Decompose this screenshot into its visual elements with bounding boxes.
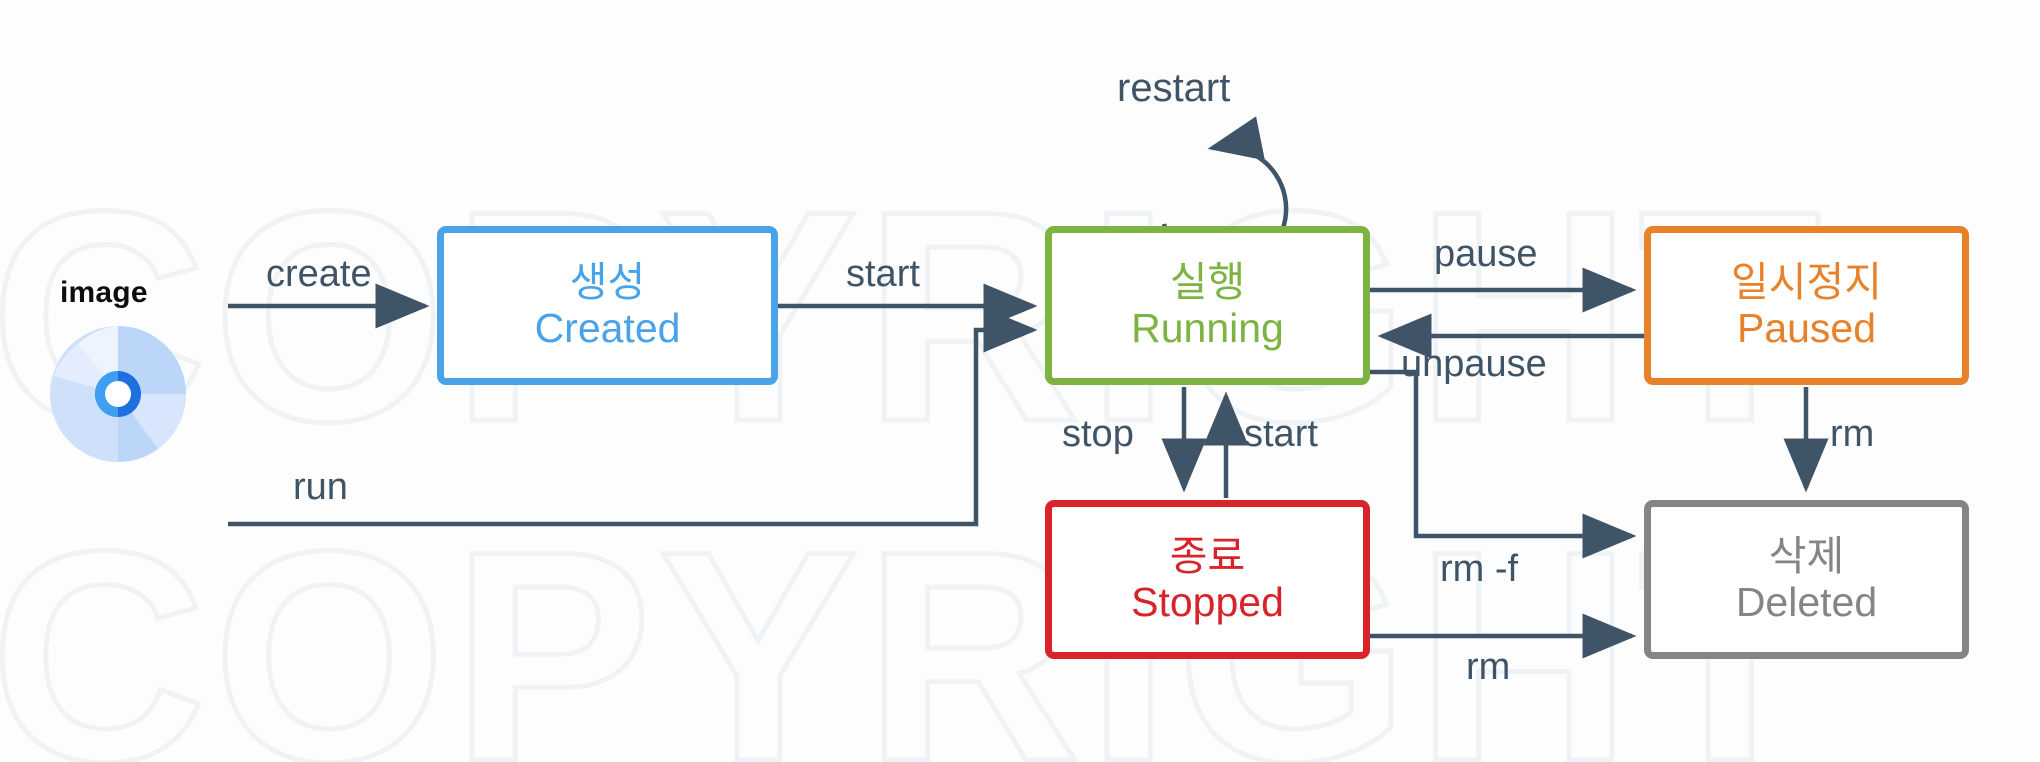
edge-label-create: create — [266, 253, 372, 295]
state-node-stopped[interactable]: 종료 Stopped — [1045, 500, 1370, 659]
edge-label-rm-stopped: rm — [1466, 646, 1511, 688]
disc-icon — [50, 326, 186, 462]
state-label-en: Paused — [1736, 304, 1877, 351]
edge-label-rm-paused: rm — [1830, 413, 1875, 455]
edge-label-unpause: unpause — [1401, 343, 1547, 385]
state-node-paused[interactable]: 일시정지 Paused — [1644, 226, 1969, 385]
edge-label-restart: restart — [1117, 66, 1231, 110]
state-label-en: Stopped — [1131, 578, 1284, 625]
state-label-ko: 실행 — [1169, 258, 1246, 305]
state-node-created[interactable]: 생성 Created — [437, 226, 778, 385]
image-source-group — [48, 272, 218, 462]
state-label-ko: 종료 — [1169, 532, 1246, 579]
state-label-ko: 일시정지 — [1731, 258, 1882, 305]
state-node-deleted[interactable]: 삭제 Deleted — [1644, 500, 1969, 659]
state-label-en: Created — [534, 304, 681, 351]
state-label-en: Deleted — [1735, 578, 1878, 625]
edge-label-start-created: start — [846, 253, 920, 295]
state-label-ko: 생성 — [569, 258, 646, 305]
edge-label-pause: pause — [1434, 233, 1538, 275]
edge-rm-f — [1370, 369, 1637, 559]
state-node-running[interactable]: 실행 Running — [1045, 226, 1370, 385]
state-label-ko: 삭제 — [1768, 532, 1845, 579]
edge-label-run: run — [293, 466, 348, 508]
edge-label-stop: stop — [1062, 413, 1134, 455]
edge-label-start-stopped: start — [1244, 413, 1318, 455]
image-source-label: image — [60, 276, 148, 309]
edge-label-rm-f: rm -f — [1440, 548, 1519, 590]
edge-run — [228, 307, 1038, 527]
state-label-en: Running — [1131, 304, 1284, 351]
